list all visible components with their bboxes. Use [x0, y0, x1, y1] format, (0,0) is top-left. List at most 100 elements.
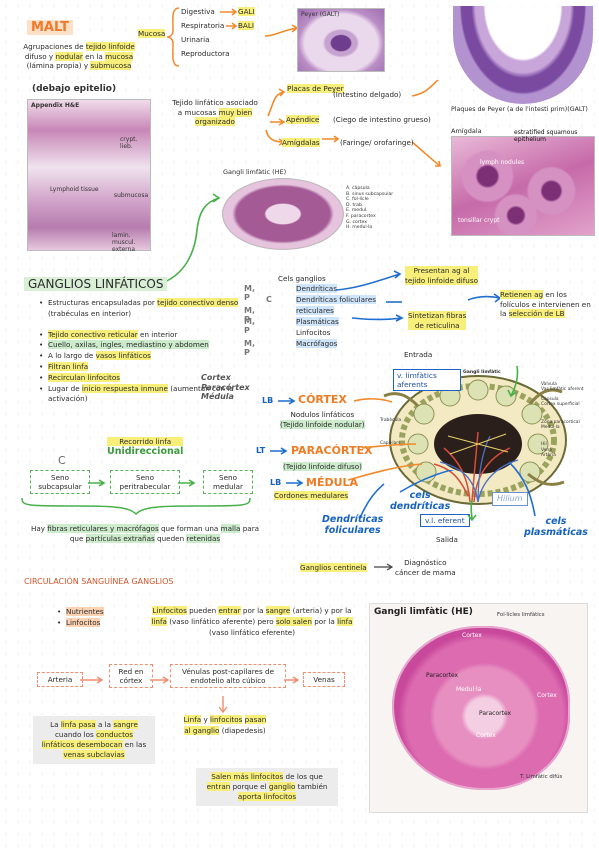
seno-medular: Seno medular [203, 470, 253, 494]
recorrido-header: Recorrido linfa Unidireccional [107, 437, 184, 457]
text: sangre [265, 606, 291, 615]
text: Placas de Peyer [287, 84, 344, 93]
peyer-big-caption: Plaques de Peyer (a de l'intesti prim)(G… [451, 106, 588, 113]
bali-label: BALI [238, 21, 254, 30]
peyer-big-photo [453, 6, 593, 104]
circulacion-items: Nutrientes Linfocitos [56, 607, 104, 629]
recorrido-c: C [58, 454, 66, 467]
text: en las [122, 740, 147, 749]
circulacion-title: CIRCULACIÓN SANGUÍNEA GANGLIOS [24, 577, 174, 586]
cordones-label: Cordones medulares [274, 491, 349, 500]
photo-title: Appendix H&E [31, 102, 80, 109]
bullet-item: Estructuras encapsuladas por tejido cone… [39, 298, 248, 320]
text: (trabéculas en interior) [48, 308, 132, 318]
photo-label: Medul·la [456, 686, 482, 693]
text: Estructuras encapsuladas por [48, 298, 158, 307]
text: malla [220, 524, 241, 533]
text: cuando los [54, 730, 97, 739]
lt-arrow [270, 447, 288, 455]
mucosa-respiratoria: Respiratoria [181, 21, 225, 30]
text: Sintetizan fibras [408, 311, 467, 321]
cell-name: Plasmáticas [296, 317, 339, 326]
text: Hay [30, 524, 48, 533]
bullet-item: Filtran linfa [39, 361, 248, 373]
text: linfa pasa [60, 720, 96, 729]
plasmaticas-arrow [508, 461, 536, 517]
text: cáncer de mama [395, 567, 456, 577]
text: solo salen [275, 617, 312, 626]
malt-intro: Agrupaciones de tejido linfoide difuso y… [14, 42, 144, 71]
text: linfa [337, 617, 353, 626]
cell-tag: M, P [244, 284, 255, 302]
text: Recirculan linfocitos [48, 372, 120, 382]
text: nodular [55, 51, 83, 61]
text: A lo largo de [48, 351, 96, 361]
photo-label: estratified squamous epithelium [514, 129, 578, 143]
text: y [201, 715, 210, 724]
photo-label: Cortex [476, 732, 496, 739]
entrada-green-arrow [507, 365, 519, 398]
text: Dendríticas [322, 514, 384, 525]
cell-name: Linfocitos [296, 328, 331, 337]
lb-cortex-tag: LB [262, 396, 274, 405]
text: también [295, 782, 328, 791]
seno-subcapsular: Seno subcapsular [30, 470, 90, 494]
text: La [50, 720, 61, 729]
ganglios-arrow [158, 193, 221, 285]
text: Cortex [201, 373, 231, 382]
photo-label: crypt. lieb. [120, 136, 138, 150]
text: ganglio [268, 782, 296, 791]
mucosa-digestiva: Digestiva [181, 7, 215, 16]
text: muy bien [218, 107, 253, 117]
circulacion-item: Nutrientes [57, 607, 104, 618]
lb-medula-tag: LB [270, 478, 282, 487]
text: sangre [113, 720, 138, 729]
mucosa-reproductora: Reproductora [181, 49, 230, 58]
text: Vena [541, 447, 552, 453]
text: Tejido linfático asociado [172, 98, 258, 107]
salida-label: Salida [436, 535, 458, 544]
bullet-item: A lo largo de vasos linfáticos [39, 351, 248, 362]
text: Trabècula [380, 418, 402, 423]
debajo-epitelio: (debajo epitelio) [32, 84, 117, 94]
hilium-box: Hilium [492, 492, 528, 506]
text: Hil [541, 442, 547, 448]
text: Médula [201, 392, 234, 401]
text: en los folículos e intervienen en la [500, 290, 591, 318]
flow-arteria: Arteria [37, 672, 83, 687]
text: tejido conectivo denso [157, 298, 239, 307]
text: D. trab. [346, 202, 364, 208]
text: Cuello, axilas, ingles, mediastino y abd… [48, 340, 209, 350]
cels-dendriticas-label: cels dendríticas [390, 490, 450, 512]
amigdala-title: Amígdala [451, 127, 482, 135]
cells-arrows [335, 270, 404, 322]
salida-green-arrow [467, 499, 477, 522]
diagnostico-note: Diagnóstico cáncer de mama [395, 558, 456, 577]
venulas-down-arrow [218, 696, 228, 714]
gangli-small-title: Gangli limfàtic (HE) [223, 168, 287, 176]
circulacion-text: Linfocitos pueden entrar por la sangre (… [146, 605, 358, 638]
lb-cortex-arrow [278, 397, 296, 405]
cell-tag: M, P [244, 306, 255, 324]
text: plasmáticas [524, 527, 588, 538]
text: retenidas [186, 533, 221, 543]
lb-medula-arrow [286, 479, 304, 487]
ganglios-title: GANGLIOS LINFÁTICOS [24, 277, 168, 291]
cell-tag: C [266, 295, 272, 304]
photo-label: Cortex [462, 632, 482, 639]
text: (lámina propia) y [26, 61, 91, 70]
medula-arrow [347, 463, 423, 481]
v-aferents-box: v. limfàtics aferents [393, 369, 461, 391]
text: aferents [397, 380, 428, 389]
photo-label: lamin. muscul. externa [112, 232, 136, 253]
text: por la [311, 617, 338, 626]
mucosa-urinaria: Urinaria [181, 35, 210, 44]
cell-name: reticulares [296, 306, 334, 315]
text: Salen más linfocitos [211, 772, 284, 781]
text: Càpsula [541, 396, 559, 402]
text: cels [545, 516, 567, 527]
text: Artèria [541, 453, 556, 459]
photo-label: T. Limfàtic difús [520, 774, 563, 780]
bullet-item: Lugar de inicio respuesta inmune (aument… [39, 383, 248, 406]
linfa-sangre-box: La linfa pasa a la sangre cuando los con… [33, 716, 155, 764]
